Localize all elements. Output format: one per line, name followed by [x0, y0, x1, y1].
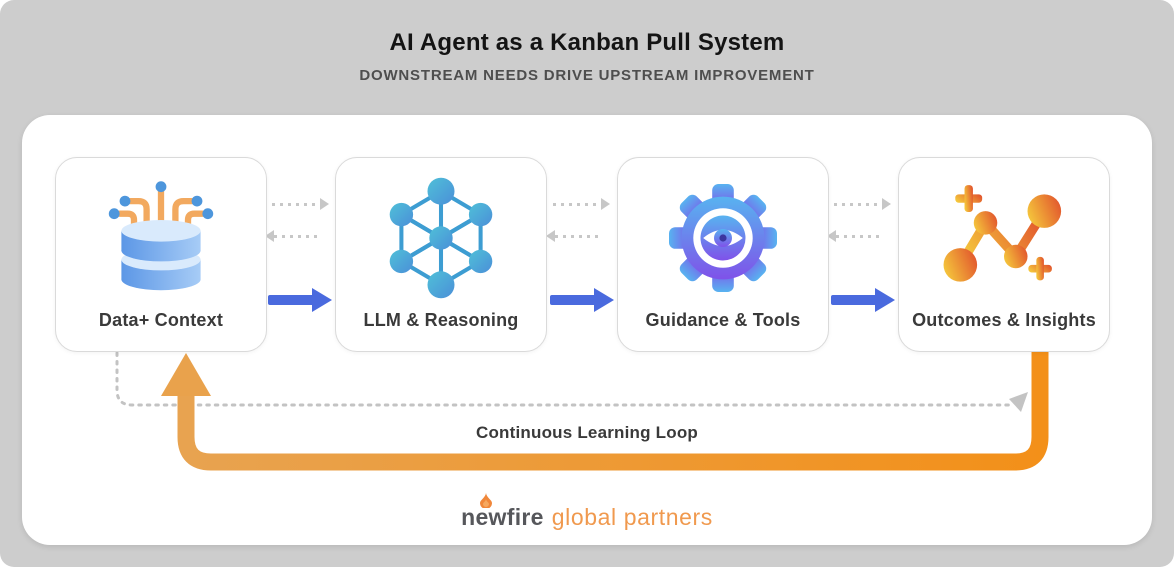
gear-eye-icon [660, 172, 786, 304]
page-subtitle: DOWNSTREAM NEEDS DRIVE UPSTREAM IMPROVEM… [359, 67, 815, 84]
stage-label: LLM & Reasoning [363, 310, 519, 330]
logo-wordmark-primary: newfire [461, 493, 544, 531]
forward-arrow-1 [268, 288, 332, 312]
stage-box-data-context: Data+ Context [55, 157, 267, 352]
database-circuit-icon [97, 172, 225, 304]
forward-arrow-3 [831, 288, 895, 312]
neural-network-icon [378, 172, 504, 304]
stage-label: Data+ Context [98, 310, 224, 330]
dotted-arrow-left-1 [265, 230, 322, 242]
stage-box-llm-reasoning: LLM & Reasoning [335, 157, 547, 352]
stage-box-outcomes-insights: Outcomes & Insights [898, 157, 1110, 352]
dotted-arrow-right-1 [272, 198, 329, 210]
page-title: AI Agent as a Kanban Pull System [389, 29, 785, 56]
loop-label: Continuous Learning Loop [476, 423, 698, 442]
flame-icon [480, 493, 493, 508]
insights-chart-icon [936, 172, 1072, 304]
stage-box-guidance-tools: Guidance & Tools [617, 157, 829, 352]
dotted-arrow-right-3 [834, 198, 891, 210]
logo-wordmark-secondary: global partners [551, 504, 713, 530]
dotted-arrow-left-3 [827, 230, 884, 242]
stage-label: Guidance & Tools [645, 310, 801, 330]
dotted-arrow-right-2 [553, 198, 610, 210]
forward-arrow-2 [550, 288, 614, 312]
stage-label: Outcomes & Insights [912, 310, 1096, 330]
newfire-logo: newfire global partners [0, 493, 1174, 531]
dotted-arrow-left-2 [546, 230, 603, 242]
